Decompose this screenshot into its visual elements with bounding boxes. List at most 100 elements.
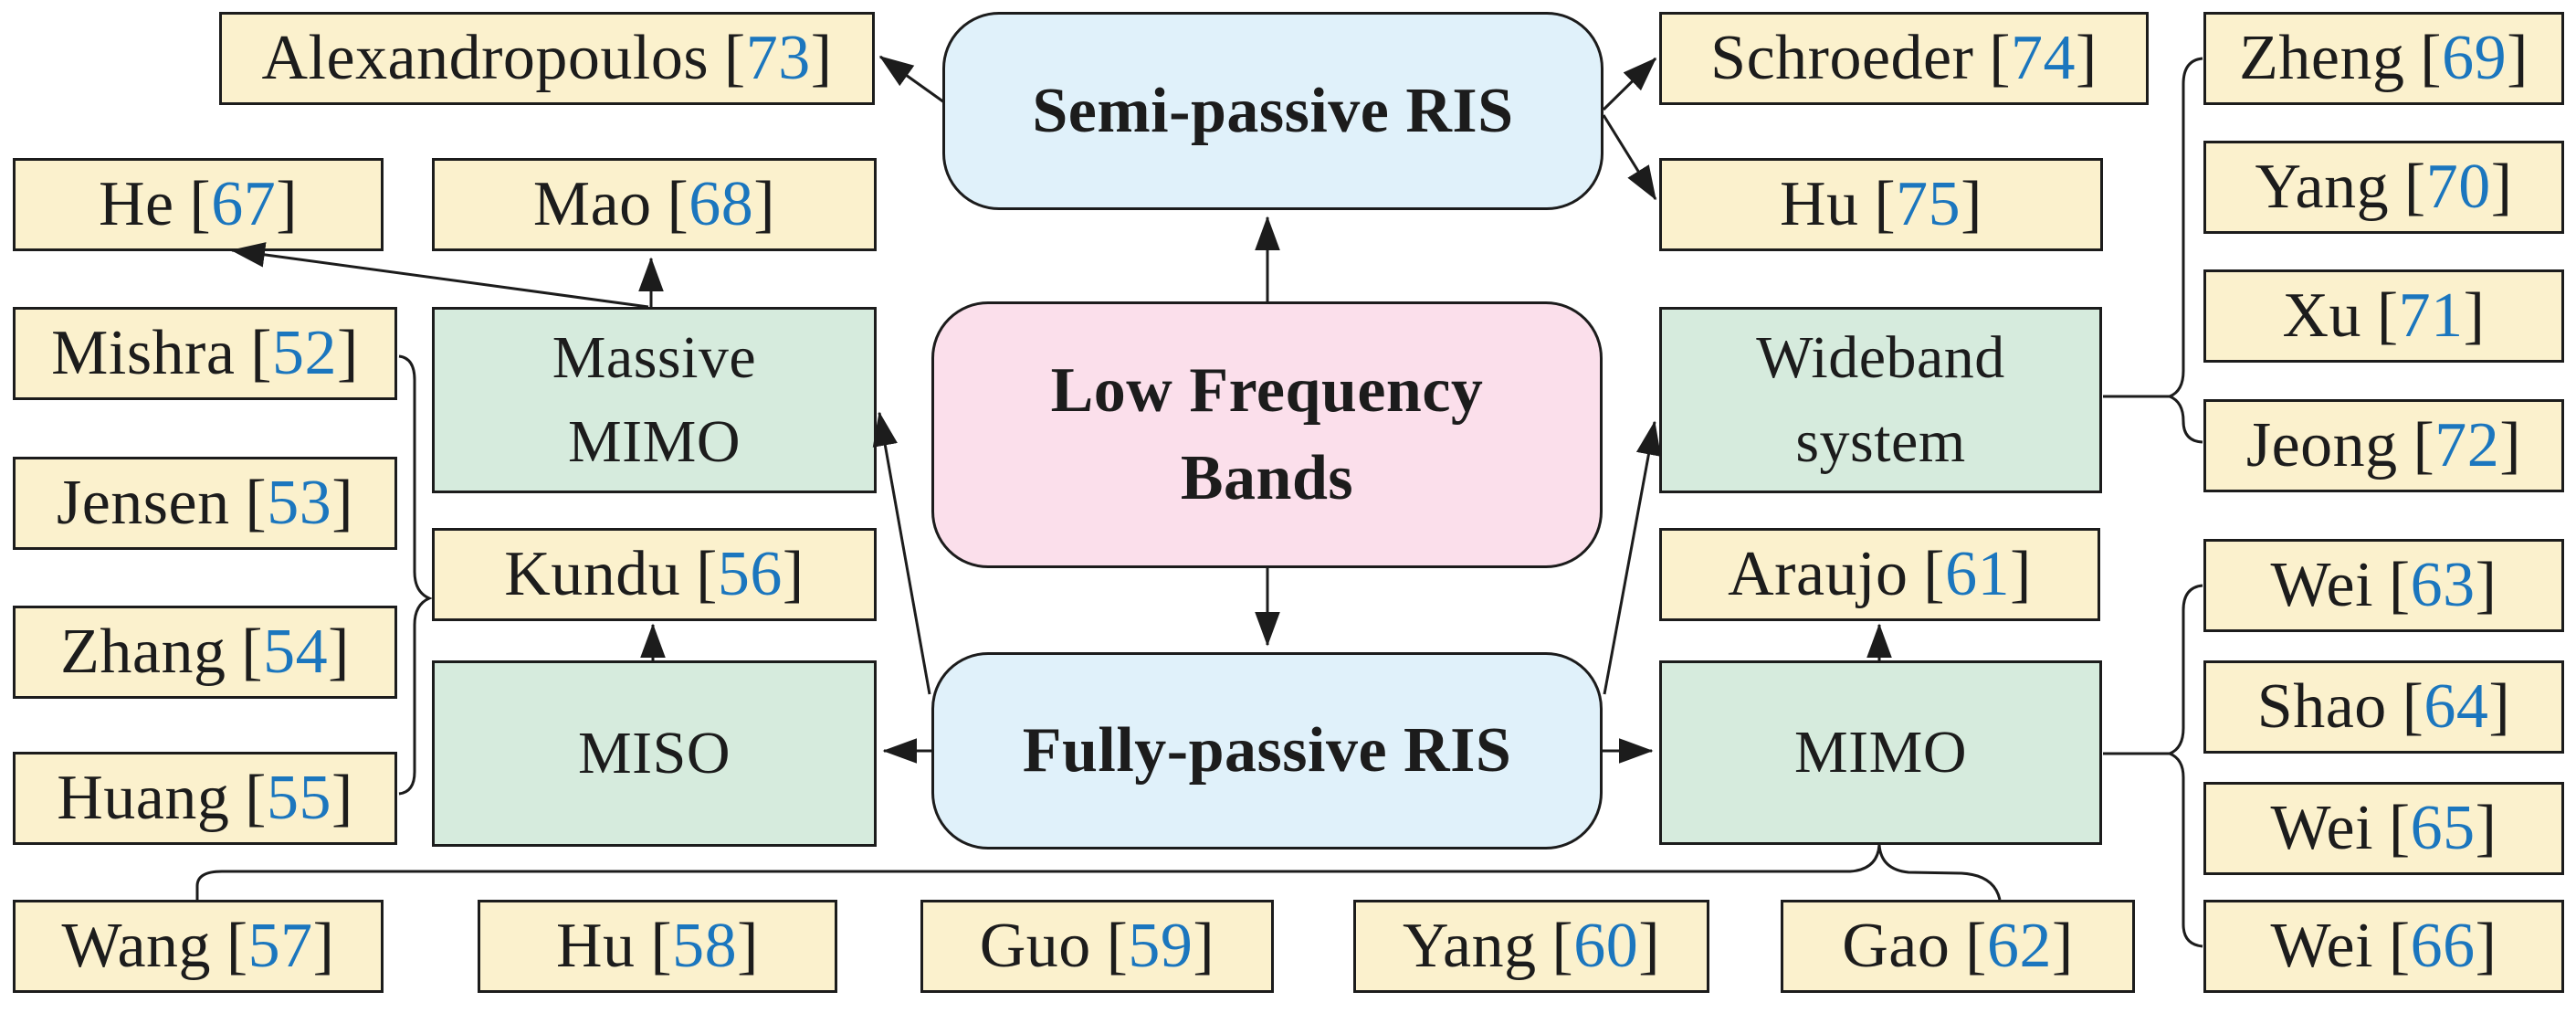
reference-node-kundu-56: Kundu[56]: [432, 528, 877, 621]
citation-bracket-close: ]: [1193, 911, 1215, 981]
author-label: Schroeder: [1710, 23, 1974, 93]
citation-bracket-open: [: [2403, 152, 2426, 222]
citation-number: 72: [2434, 410, 2500, 480]
citation-bracket-open: [: [1923, 539, 1946, 609]
ris-node-fully-passive-ris: Fully-passive RIS: [931, 652, 1603, 849]
citation-bracket-open: [: [2376, 280, 2399, 351]
reference-node-guo-59: Guo[59]: [920, 900, 1274, 993]
connector-arrow-massive-mimo-to-he: [230, 242, 649, 309]
category-node-label: MIMO: [567, 408, 741, 475]
connector-arrow-semi-passive-to-hu-75: [1602, 114, 1657, 201]
connector-arrow-semi-passive-to-schroeder: [1602, 57, 1657, 111]
citation-bracket-close: ]: [328, 617, 350, 687]
citation-bracket-close: ]: [782, 539, 804, 609]
author-label: Wei: [2270, 550, 2374, 620]
citation-number: 70: [2425, 152, 2491, 222]
author-label: Yang: [2255, 152, 2390, 222]
author-label: He: [98, 169, 174, 239]
citation-bracket-close: ]: [2490, 152, 2513, 222]
citation-bracket-open: [: [1989, 23, 2012, 93]
citation-bracket-close: ]: [337, 318, 359, 388]
connector-line-bracket-mimo: [2165, 584, 2203, 948]
citation-bracket-open: [: [250, 318, 273, 388]
citation-bracket-close: ]: [1961, 169, 1982, 239]
citation-number: 57: [247, 911, 313, 981]
citation-bracket-open: [: [2420, 23, 2443, 93]
connector-line-brace-miso-references: [398, 354, 433, 796]
author-label: Wei: [2270, 793, 2374, 863]
author-label: Xu: [2282, 280, 2362, 351]
citation-bracket-open: [: [226, 911, 248, 981]
citation-bracket-open: [: [1551, 911, 1574, 981]
citation-number: 65: [2410, 793, 2476, 863]
citation-number: 59: [1128, 911, 1193, 981]
citation-bracket-close: ]: [2507, 23, 2529, 93]
citation-number: 60: [1573, 911, 1639, 981]
reference-node-hu-75: Hu[75]: [1659, 158, 2103, 251]
reference-node-yang-70: Yang[70]: [2203, 141, 2564, 234]
author-label: Huang: [57, 763, 230, 833]
ris-node-label: Bands: [1180, 443, 1354, 513]
category-node-label: system: [1795, 408, 1966, 475]
reference-node-wang-57: Wang[57]: [13, 900, 384, 993]
citation-bracket-open: [: [1106, 911, 1129, 981]
connector-arrow-semi-passive-to-alexandropoulos: [878, 55, 945, 104]
author-label: Hu: [556, 911, 636, 981]
citation-number: 74: [2011, 23, 2077, 93]
citation-bracket-open: [: [650, 911, 673, 981]
citation-bracket-open: [: [723, 23, 746, 93]
citation-bracket-close: ]: [2076, 23, 2098, 93]
citation-bracket-close: ]: [2475, 793, 2497, 863]
reference-node-yang-60: Yang[60]: [1353, 900, 1709, 993]
reference-node-wei-65: Wei[65]: [2203, 782, 2564, 875]
connector-arrow-fully-passive-to-wideband: [1603, 420, 1662, 695]
author-label: Jeong: [2245, 410, 2398, 480]
reference-node-zhang-54: Zhang[54]: [13, 606, 397, 699]
citation-bracket-close: ]: [2051, 911, 2074, 981]
reference-node-schroeder-74: Schroeder[74]: [1659, 12, 2149, 105]
citation-number: 68: [689, 169, 754, 239]
author-label: Mishra: [51, 318, 236, 388]
category-node-label: Massive: [552, 324, 757, 391]
category-node-label: Wideband: [1756, 324, 2005, 391]
category-node-wideband-system: Wideband system: [1659, 307, 2102, 493]
citation-number: 53: [267, 468, 332, 538]
citation-number: 62: [1986, 911, 2052, 981]
citation-number: 66: [2410, 911, 2476, 981]
reference-node-jeong-72: Jeong[72]: [2203, 399, 2564, 492]
citation-number: 71: [2398, 280, 2464, 351]
ris-node-label: Fully-passive RIS: [1022, 715, 1512, 786]
author-label: Shao: [2256, 671, 2387, 742]
ris-node-label: Low Frequency: [1050, 355, 1484, 426]
citation-bracket-open: [: [245, 763, 267, 833]
citation-bracket-close: ]: [737, 911, 759, 981]
reference-node-alexandropoulos-73: Alexandropoulos[73]: [219, 12, 875, 105]
citation-bracket-open: [: [1965, 911, 1987, 981]
author-label: Yang: [1402, 911, 1537, 981]
reference-node-xu-71: Xu[71]: [2203, 269, 2564, 363]
citation-bracket-close: ]: [331, 763, 353, 833]
citation-number: 55: [266, 763, 331, 833]
citation-number: 67: [211, 169, 277, 239]
citation-bracket-open: [: [189, 169, 212, 239]
author-label: Gao: [1842, 911, 1950, 981]
reference-node-araujo-61: Araujo[61]: [1659, 528, 2100, 621]
reference-node-hu-58: Hu[58]: [478, 900, 837, 993]
citation-bracket-close: ]: [753, 169, 776, 239]
author-label: Jensen: [56, 468, 230, 538]
citation-number: 56: [717, 539, 783, 609]
reference-node-zheng-69: Zheng[69]: [2203, 12, 2564, 105]
citation-bracket-close: ]: [2475, 550, 2497, 620]
citation-number: 61: [1945, 539, 2011, 609]
reference-node-huang-55: Huang[55]: [13, 752, 397, 845]
citation-bracket-close: ]: [2463, 280, 2486, 351]
citation-number: 54: [263, 617, 329, 687]
reference-node-mishra-52: Mishra[52]: [13, 307, 397, 400]
reference-node-gao-62: Gao[62]: [1781, 900, 2135, 993]
reference-node-jensen-53: Jensen[53]: [13, 457, 397, 550]
citation-number: 75: [1896, 169, 1961, 239]
citation-bracket-close: ]: [276, 169, 299, 239]
